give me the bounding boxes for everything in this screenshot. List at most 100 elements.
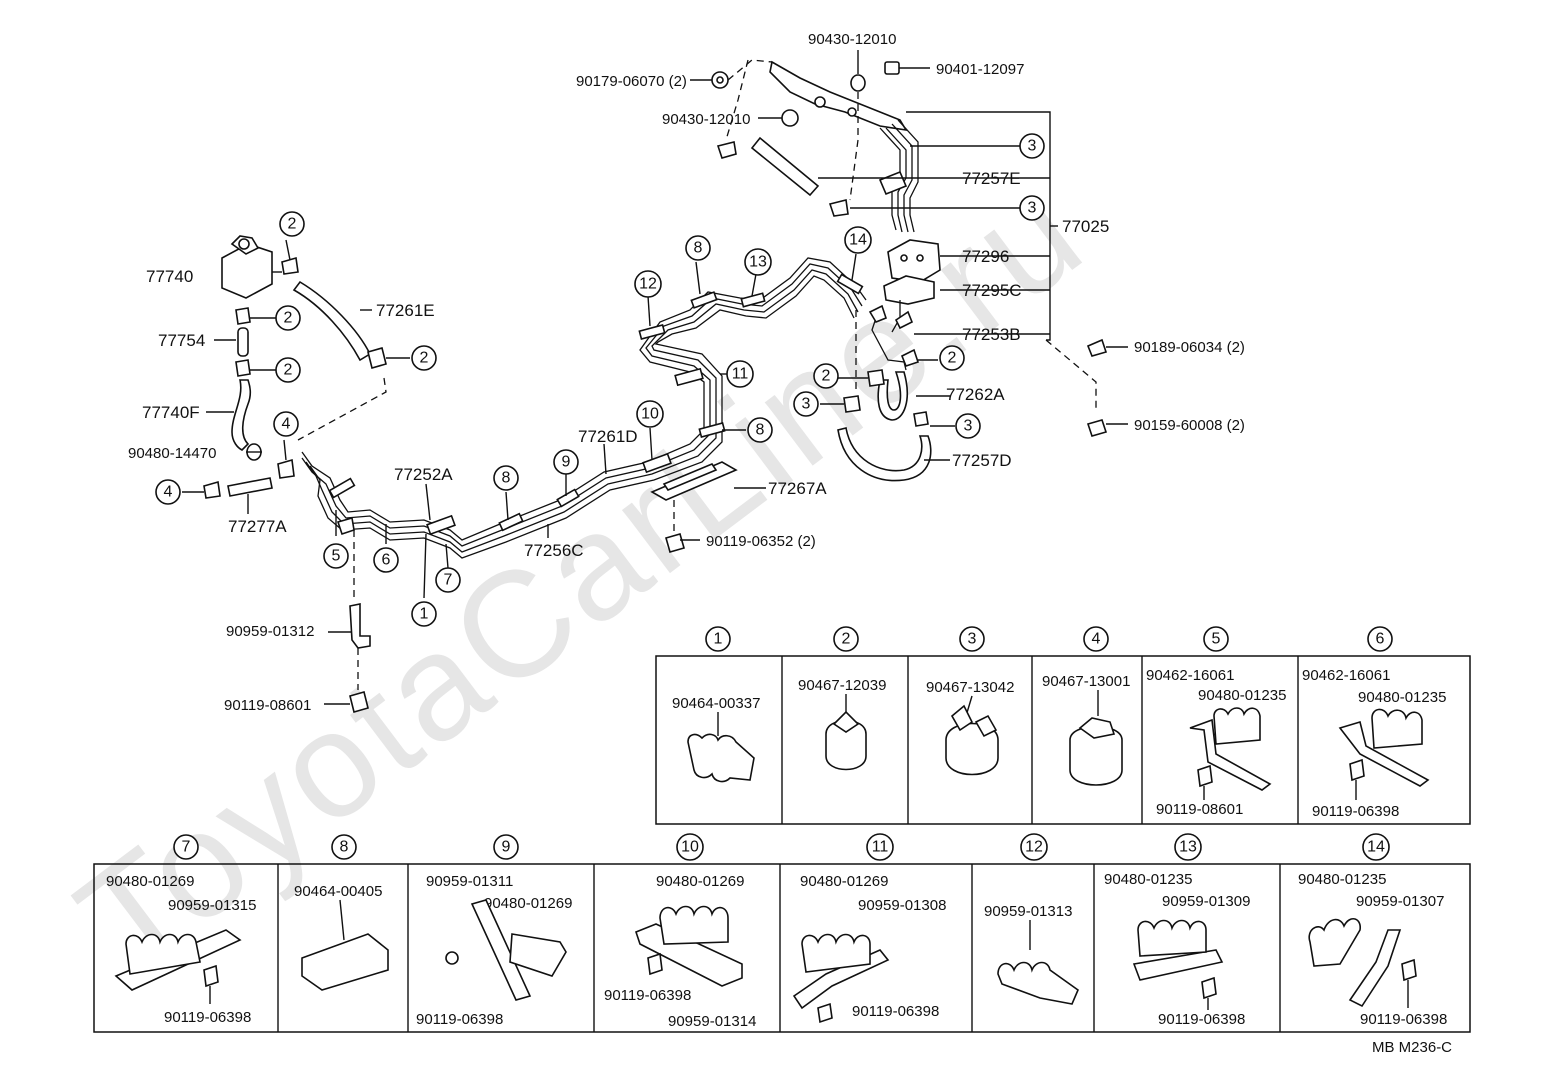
callout-labels: 90430-12010 90179-06070 (2) 90401-12097 … bbox=[128, 31, 1245, 714]
washer-icon bbox=[850, 74, 866, 92]
clip-icon bbox=[997, 961, 1079, 1005]
label-77740: 77740 bbox=[146, 267, 193, 286]
detail-10: 10 90480-01269 90119-06398 90959-01314 bbox=[604, 833, 756, 1030]
svg-text:7: 7 bbox=[182, 839, 191, 856]
label-90119-06352: 90119-06352 (2) bbox=[706, 533, 816, 550]
label-77277A: 77277A bbox=[228, 517, 287, 536]
reservoir-assembly bbox=[182, 235, 410, 514]
svg-text:1: 1 bbox=[714, 631, 723, 648]
svg-text:2: 2 bbox=[284, 362, 293, 379]
svg-text:90119-08601: 90119-08601 bbox=[1156, 801, 1243, 818]
marker-5: 5 bbox=[323, 543, 349, 569]
detail-11: 11 90480-01269 90959-01308 90119-06398 bbox=[792, 833, 946, 1024]
svg-text:11: 11 bbox=[732, 366, 749, 383]
svg-text:4: 4 bbox=[282, 416, 291, 433]
bracket-icon bbox=[1348, 929, 1402, 1008]
marker-14: 14 bbox=[844, 226, 872, 254]
svg-text:90959-01311: 90959-01311 bbox=[426, 873, 513, 890]
label-77754: 77754 bbox=[158, 331, 205, 350]
label-90430-12010-mid: 90430-12010 bbox=[662, 111, 750, 128]
detail-3: 3 90467-13042 bbox=[926, 626, 1014, 776]
clip-icon bbox=[1371, 708, 1423, 749]
svg-text:90480-01235: 90480-01235 bbox=[1104, 871, 1192, 888]
detail-5: 5 90462-16061 90480-01235 90119-08601 bbox=[1146, 626, 1286, 818]
svg-text:6: 6 bbox=[382, 552, 391, 569]
label-90159-60008: 90159-60008 (2) bbox=[1134, 417, 1245, 434]
label-77252A: 77252A bbox=[394, 465, 453, 484]
detail-1: 1 90464-00337 bbox=[672, 626, 760, 783]
label-77262A: 77262A bbox=[946, 385, 1005, 404]
svg-text:12: 12 bbox=[639, 276, 657, 293]
svg-text:3: 3 bbox=[1028, 200, 1037, 217]
svg-text:8: 8 bbox=[756, 422, 765, 439]
detail-14: 14 90480-01235 90959-01307 90119-06398 bbox=[1298, 833, 1447, 1028]
label-77257D: 77257D bbox=[952, 451, 1012, 470]
svg-text:90464-00337: 90464-00337 bbox=[672, 695, 760, 712]
marker-9: 9 bbox=[553, 449, 579, 475]
marker-8: 8 bbox=[685, 235, 711, 261]
svg-text:90480-01269: 90480-01269 bbox=[656, 873, 744, 890]
marker-4: 4 bbox=[155, 479, 181, 505]
label-90179-06070: 90179-06070 (2) bbox=[576, 73, 687, 90]
svg-text:90959-01313: 90959-01313 bbox=[984, 903, 1072, 920]
marker-2: 2 bbox=[411, 345, 437, 371]
label-90401-12097: 90401-12097 bbox=[936, 61, 1024, 78]
svg-text:2: 2 bbox=[842, 631, 851, 648]
bracket-icon bbox=[1338, 720, 1430, 787]
bracket-icon bbox=[470, 899, 532, 1001]
marker-7: 7 bbox=[435, 567, 461, 593]
clip-icon bbox=[687, 733, 755, 783]
svg-text:2: 2 bbox=[822, 368, 831, 385]
marker-12: 12 bbox=[634, 270, 662, 298]
svg-text:90959-01309: 90959-01309 bbox=[1162, 893, 1250, 910]
svg-text:90119-06398: 90119-06398 bbox=[852, 1003, 939, 1020]
marker-3: 3 bbox=[1019, 133, 1045, 159]
svg-text:90462-16061: 90462-16061 bbox=[1302, 667, 1390, 684]
label-90119-08601: 90119-08601 bbox=[224, 697, 311, 714]
clip-icon bbox=[1308, 918, 1361, 967]
svg-text:90480-01235: 90480-01235 bbox=[1298, 871, 1386, 888]
svg-text:4: 4 bbox=[164, 484, 173, 501]
marker-11: 11 bbox=[726, 360, 754, 388]
svg-text:5: 5 bbox=[332, 548, 341, 565]
svg-text:3: 3 bbox=[968, 631, 977, 648]
svg-text:90464-00405: 90464-00405 bbox=[294, 883, 382, 900]
svg-text:90462-16061: 90462-16061 bbox=[1146, 667, 1234, 684]
svg-text:1: 1 bbox=[420, 606, 429, 623]
clip-icon bbox=[1137, 919, 1207, 957]
svg-text:90119-06398: 90119-06398 bbox=[604, 987, 691, 1004]
drawing-code: MB M236-C bbox=[1372, 1039, 1452, 1056]
label-77740F: 77740F bbox=[142, 403, 200, 422]
clip-icon bbox=[1213, 707, 1261, 745]
marker-10: 10 bbox=[636, 400, 664, 428]
clip-icon bbox=[509, 933, 567, 977]
label-77261D: 77261D bbox=[578, 427, 638, 446]
svg-text:6: 6 bbox=[1376, 631, 1385, 648]
label-77295C: 77295C bbox=[962, 281, 1022, 300]
svg-text:90959-01308: 90959-01308 bbox=[858, 897, 946, 914]
marker-3: 3 bbox=[955, 413, 981, 439]
marker-8: 8 bbox=[747, 417, 773, 443]
svg-text:2: 2 bbox=[420, 350, 429, 367]
clip-icon bbox=[301, 933, 389, 991]
detail-13: 13 90480-01235 90959-01309 90119-06398 bbox=[1104, 833, 1250, 1028]
svg-text:2: 2 bbox=[948, 350, 957, 367]
marker-8: 8 bbox=[493, 465, 519, 491]
detail-2: 2 90467-12039 bbox=[798, 626, 886, 771]
detail-7: 7 90480-01269 90959-01315 90119-06398 bbox=[106, 834, 256, 1026]
svg-text:3: 3 bbox=[964, 418, 973, 435]
clip-icon bbox=[659, 905, 729, 945]
marker-2: 2 bbox=[275, 357, 301, 383]
svg-text:8: 8 bbox=[502, 470, 511, 487]
svg-text:8: 8 bbox=[694, 240, 703, 257]
label-77256C: 77256C bbox=[524, 541, 584, 560]
bracket-icon bbox=[1189, 718, 1272, 791]
svg-text:90480-01235: 90480-01235 bbox=[1198, 687, 1286, 704]
svg-text:2: 2 bbox=[284, 310, 293, 327]
marker-2: 2 bbox=[275, 305, 301, 331]
label-77253B: 77253B bbox=[962, 325, 1021, 344]
label-77261E: 77261E bbox=[376, 301, 435, 320]
bracket-icon bbox=[1132, 949, 1224, 981]
label-90189-06034: 90189-06034 (2) bbox=[1134, 339, 1245, 356]
